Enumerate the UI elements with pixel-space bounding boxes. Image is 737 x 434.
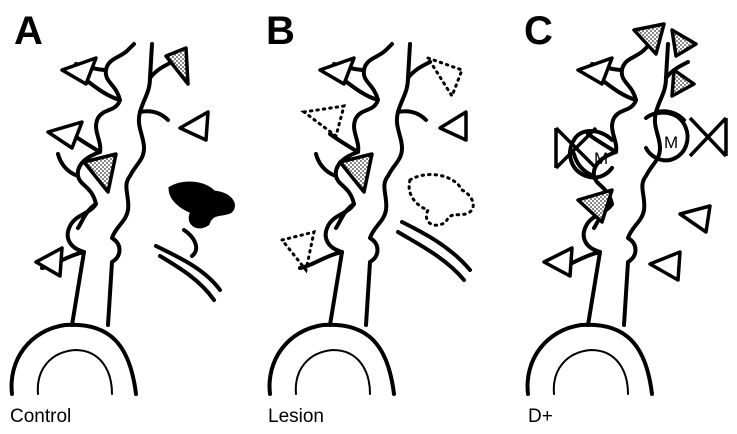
bouton: [48, 122, 82, 148]
bouton: [36, 248, 62, 276]
panel-letter-c: C: [524, 9, 553, 53]
bouton-stippled: [672, 70, 694, 96]
mitochondrion-label-right: M: [664, 133, 678, 152]
crossed-bouton: [690, 118, 726, 156]
degenerated-bouton: [304, 106, 344, 136]
glial-process-stem: [184, 230, 196, 256]
bouton: [680, 206, 710, 232]
panel-letter-a: A: [14, 9, 43, 53]
mitochondrion-label-left: M: [594, 149, 608, 168]
glial-process: [170, 183, 233, 227]
vessel-wall: [402, 222, 470, 270]
panel-b: B Lesion: [266, 9, 473, 427]
bouton-stippled: [84, 154, 116, 192]
bouton: [320, 58, 354, 84]
bouton-stippled: [634, 24, 664, 54]
bouton: [440, 112, 466, 140]
panel-letter-b: B: [266, 9, 295, 53]
bouton-stippled: [578, 190, 612, 222]
bouton-stippled: [672, 30, 696, 56]
panel-caption-b: Lesion: [268, 406, 324, 427]
dendrite-a: [12, 44, 172, 394]
degenerated-bouton: [428, 58, 462, 96]
retracted-glial-process: [409, 175, 473, 226]
panel-caption-c: D+: [528, 406, 553, 427]
vessel-wall: [156, 246, 220, 290]
dendrite-b: [270, 44, 430, 394]
bouton: [544, 248, 572, 276]
dendrite-c: [528, 44, 688, 394]
bouton: [650, 252, 680, 280]
bouton: [180, 112, 208, 140]
bouton: [578, 58, 612, 84]
panel-a: A Control: [10, 9, 233, 427]
bouton: [62, 58, 96, 84]
panel-caption-a: Control: [10, 406, 71, 427]
bouton-stippled: [166, 48, 188, 84]
boutons-c: [544, 24, 726, 280]
panel-c: C M M D+: [524, 9, 726, 427]
